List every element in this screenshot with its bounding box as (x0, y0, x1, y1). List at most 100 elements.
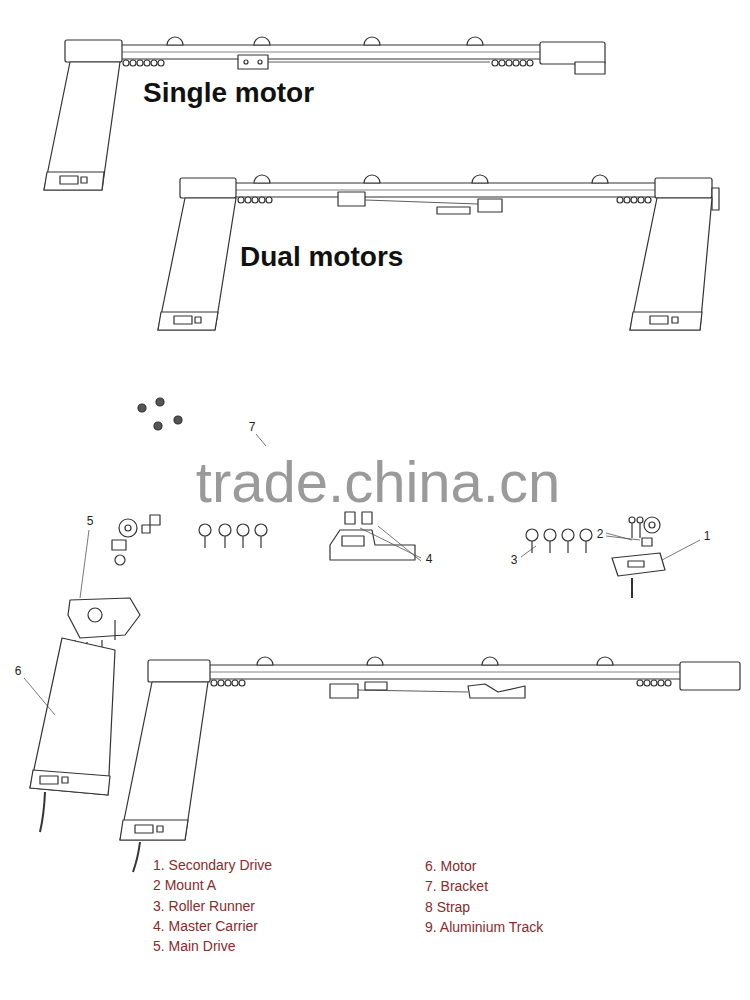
motor-unit (81, 177, 87, 183)
roller-runners (260, 536, 261, 548)
motor-unit (44, 62, 120, 190)
roller-runners (580, 529, 592, 541)
motor-unit (40, 776, 58, 784)
roller-runners (585, 541, 586, 553)
dual-motor-track (478, 199, 502, 212)
roller-runners (567, 541, 568, 553)
leader-lines (24, 678, 55, 715)
motor-unit (30, 638, 115, 832)
roller-runners (631, 197, 637, 203)
roller-runners (513, 60, 519, 66)
main-drive-parts (88, 608, 102, 622)
watermark: trade.china.cn (196, 449, 560, 516)
roller-runners (617, 197, 623, 203)
assembled-track (205, 657, 740, 698)
motor-unit (158, 178, 236, 330)
roller-runners (151, 60, 157, 66)
assembled-track (257, 657, 613, 665)
roller-runners (658, 680, 664, 686)
single-motor-track (268, 62, 490, 63)
motor-unit (180, 178, 236, 198)
callout-number: 7 (249, 421, 256, 435)
motor-unit (195, 317, 201, 323)
roller-runners (238, 197, 244, 203)
roller-runners (644, 680, 650, 686)
roller-runners (549, 541, 550, 553)
single-motor-track (238, 55, 268, 69)
roller-runners (199, 524, 211, 536)
part-list-item: 4. Master Carrier (153, 918, 258, 934)
secondary-drive-parts (612, 553, 665, 576)
roller-runners (137, 60, 143, 66)
roller-runners (266, 197, 272, 203)
motor-unit (65, 40, 122, 62)
single-motor-track (118, 52, 540, 53)
main-drive-parts (150, 515, 160, 525)
secondary-drive-parts (639, 523, 640, 538)
roller-runners (224, 536, 225, 548)
roller-runners (255, 524, 267, 536)
single-motor-track (258, 60, 262, 64)
roller-runners (144, 60, 150, 66)
roller-runners (242, 536, 243, 548)
motor-unit (62, 777, 68, 783)
callout-number: 3 (511, 554, 518, 568)
callout-number: 2 (597, 528, 604, 542)
roller-runners (562, 529, 574, 541)
single-motor-track (115, 37, 545, 69)
assembled-track (208, 672, 680, 673)
leader-lines (606, 536, 640, 540)
dual-motor-track (230, 183, 660, 197)
dual-motor-track (437, 207, 470, 214)
master-carrier (345, 512, 355, 524)
leader-lines (24, 434, 700, 715)
part-list-item: 2 Mount A (153, 877, 216, 893)
part-list-item: 7. Bracket (425, 878, 488, 894)
callout-number: 5 (87, 515, 94, 529)
end-cap (540, 42, 605, 64)
motor-unit (30, 638, 115, 795)
part-list-item: 1. Secondary Drive (153, 857, 272, 873)
roller-runners (204, 536, 205, 548)
motor-unit (135, 825, 153, 833)
part-list-item: 9. Aluminium Track (425, 919, 543, 935)
part-list-item: 8 Strap (425, 899, 470, 915)
end-cap (575, 62, 605, 74)
roller-runners (645, 197, 651, 203)
bracket-parts (174, 416, 182, 424)
roller-runners (544, 529, 556, 541)
motor-unit (712, 188, 719, 210)
roller-runners (211, 680, 671, 686)
main-drive-parts (68, 598, 140, 638)
leader-lines (521, 546, 536, 557)
part-list-item: 5. Main Drive (153, 938, 235, 954)
motor-unit (630, 312, 702, 330)
dual-motor-track (365, 200, 478, 204)
motor-unit (630, 198, 712, 330)
motor-unit (40, 792, 45, 832)
dual-motor-track (233, 190, 655, 191)
single-motor-track (167, 37, 483, 45)
assembled-track (205, 665, 685, 679)
assembled-track (680, 662, 740, 690)
main-drive-parts (115, 555, 125, 565)
motor-unit (157, 826, 163, 832)
motor-unit (30, 770, 110, 795)
motor-unit (133, 842, 140, 872)
master-carrier (330, 512, 415, 560)
assembled-track (468, 684, 525, 698)
roller-runners (531, 541, 532, 553)
roller-runners (520, 60, 526, 66)
roller-runners (211, 680, 217, 686)
motor-unit (120, 820, 188, 840)
main-drive-parts (142, 525, 150, 533)
motor-unit (148, 660, 210, 682)
motor-unit (120, 660, 210, 872)
bracket-parts (138, 404, 146, 412)
dual-motor-track (254, 175, 608, 183)
secondary-drive-parts (649, 522, 655, 528)
dual-motor-track (230, 175, 660, 214)
roller-runners (225, 680, 231, 686)
secondary-drive-parts (629, 517, 635, 523)
main-drive-parts (114, 620, 115, 640)
